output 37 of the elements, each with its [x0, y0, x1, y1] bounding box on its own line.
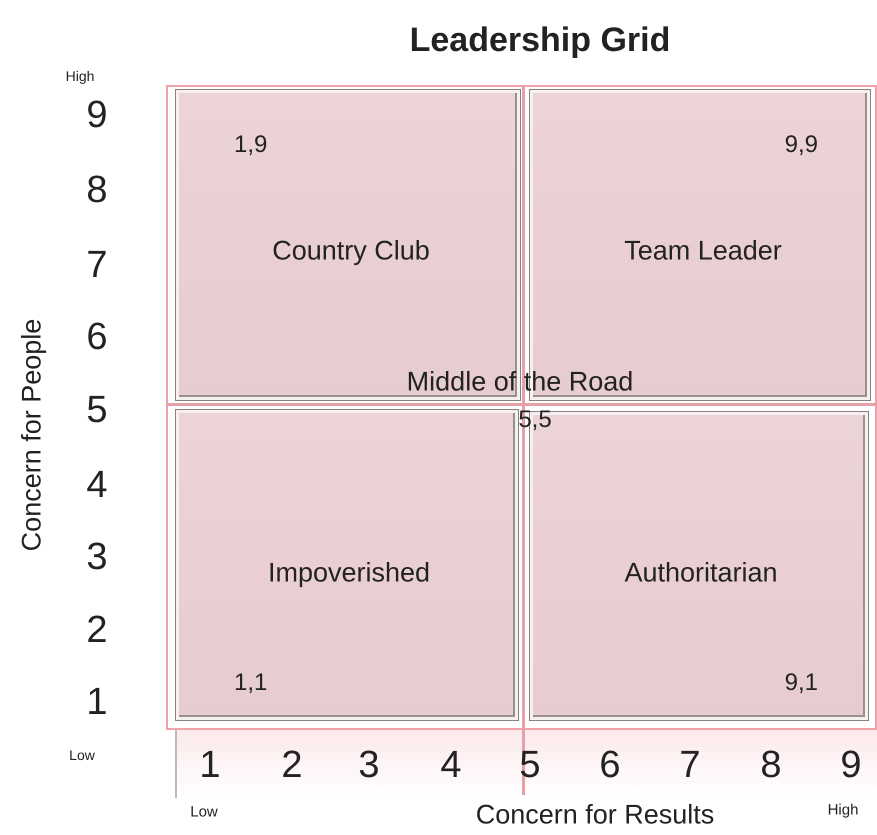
tick-label: 6 [599, 746, 621, 784]
coordinate-label: 1,1 [234, 671, 268, 695]
coordinate-label: 1,9 [234, 133, 268, 157]
quadrant-label: Impoverished [268, 560, 430, 586]
tick-label: 3 [86, 538, 108, 576]
tick-label: 4 [440, 746, 462, 784]
tick-label: 4 [86, 466, 108, 504]
chart-title: Leadership Grid [410, 23, 670, 57]
axis-title: Concern for Results [476, 802, 714, 828]
tick-label: 1 [199, 746, 221, 784]
quadrant-box [176, 410, 518, 720]
quadrant-box [176, 90, 520, 400]
tick-label: 2 [86, 611, 108, 649]
tick-label: 7 [86, 246, 108, 284]
tick-label: 1 [86, 683, 108, 721]
tick-label: 8 [86, 171, 108, 209]
tick-label: 5 [86, 391, 108, 429]
tick-label: 9 [840, 746, 862, 784]
quadrant-label: Authoritarian [624, 560, 778, 586]
tick-label: 2 [281, 746, 303, 784]
axis-title: Concern for People [18, 318, 46, 552]
center-label: Middle of the Road [406, 368, 634, 396]
tick-label: 9 [86, 96, 108, 134]
tick-label: 5 [519, 746, 541, 784]
coordinate-label: 9,9 [784, 133, 818, 157]
tick-label: 3 [358, 746, 380, 784]
axis-end-label: Low [190, 804, 218, 820]
quadrant-label: Country Club [272, 238, 430, 264]
axis-end-label: High [66, 69, 94, 83]
coordinate-label: 5,5 [518, 408, 552, 432]
quadrant-label: Team Leader [624, 238, 782, 264]
coordinate-label: 9,1 [784, 671, 818, 695]
axis-end-label: High [828, 802, 858, 818]
tick-label: 6 [86, 318, 108, 356]
tick-label: 7 [679, 746, 701, 784]
tick-label: 8 [760, 746, 782, 784]
axis-end-label: Low [69, 748, 95, 762]
